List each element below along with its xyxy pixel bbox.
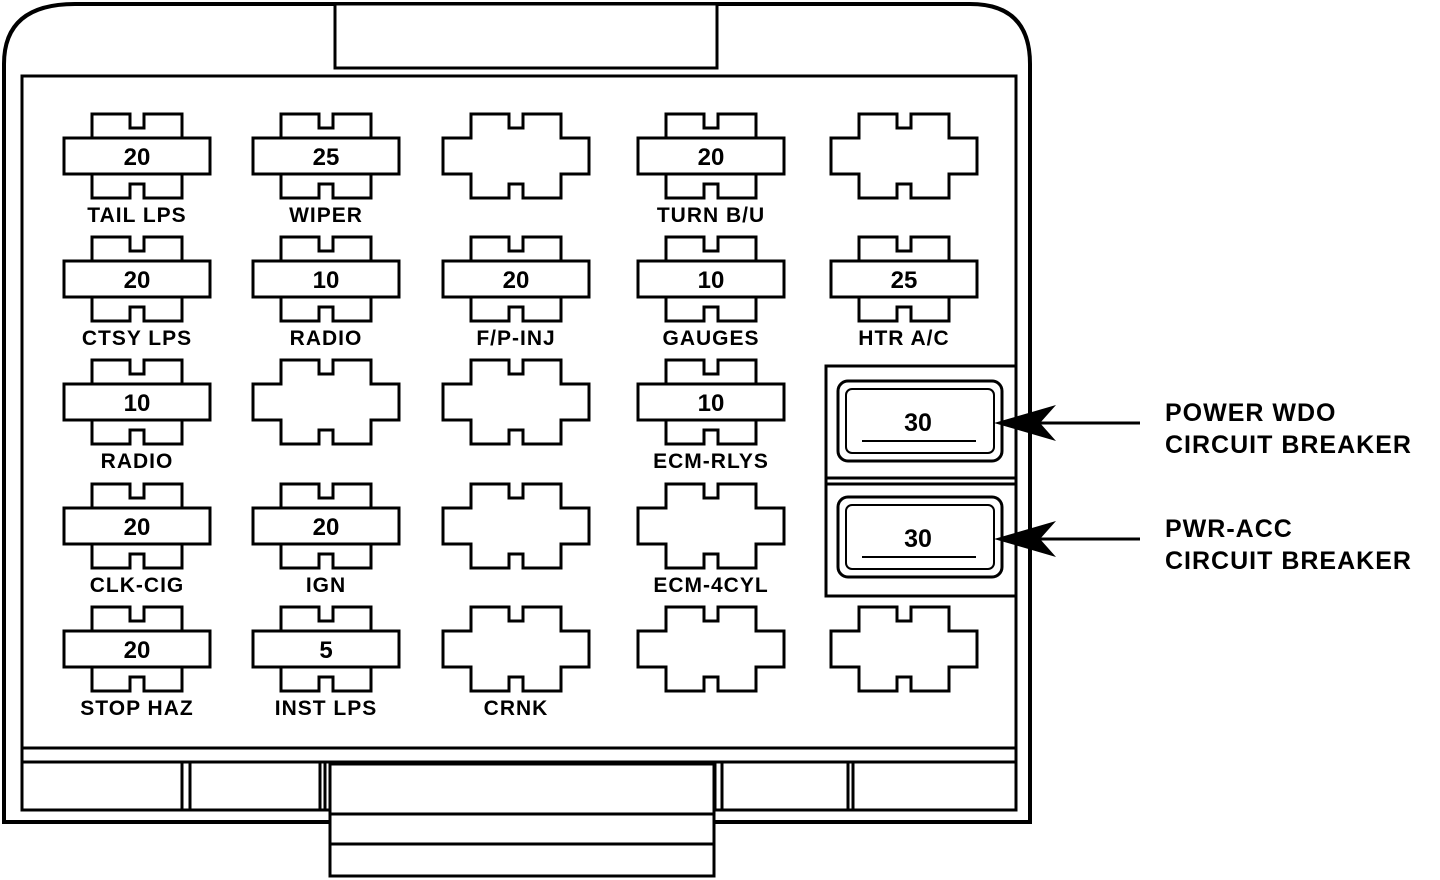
callout-line1: POWER WDO bbox=[1165, 399, 1337, 427]
fuse-rating: 10 bbox=[313, 267, 340, 294]
fuse-socket-outline bbox=[441, 605, 591, 693]
fuse-label: IGN bbox=[306, 574, 346, 597]
fuse-socket-outline bbox=[636, 605, 786, 693]
fuse-label: RADIO bbox=[290, 327, 363, 350]
fuse-body bbox=[62, 136, 212, 176]
fuse-socket-outline bbox=[441, 482, 591, 570]
fuse-rating: 20 bbox=[503, 267, 530, 294]
fuse-body bbox=[441, 259, 591, 299]
top-tab bbox=[333, 2, 719, 70]
fuse-body bbox=[251, 506, 401, 546]
callout-line2: CIRCUIT BREAKER bbox=[1165, 431, 1412, 459]
fuse-rating: 10 bbox=[124, 390, 151, 417]
fuse-slot: CRNK bbox=[441, 605, 591, 720]
fuse-slot bbox=[829, 112, 979, 200]
fuse-label: WIPER bbox=[289, 204, 363, 227]
fuse-label: STOP HAZ bbox=[80, 697, 193, 720]
fuse-rating: 20 bbox=[124, 144, 151, 171]
breaker-rating: 30 bbox=[904, 409, 932, 437]
fuse-body bbox=[251, 259, 401, 299]
fuse-slot: ECM-4CYL bbox=[636, 482, 786, 597]
fuse-label: RADIO bbox=[101, 450, 174, 473]
fuse-socket-outline bbox=[829, 605, 979, 693]
breaker-rating: 30 bbox=[904, 525, 932, 553]
fuse-label: CTSY LPS bbox=[82, 327, 192, 350]
fuse-body bbox=[829, 259, 979, 299]
fuse-label: F/P-INJ bbox=[476, 327, 555, 350]
fuse-body bbox=[62, 259, 212, 299]
fuse-rating: 5 bbox=[319, 637, 332, 664]
fuse-rating: 20 bbox=[124, 267, 151, 294]
bottom-strip bbox=[22, 746, 1016, 810]
fuse-rating: 10 bbox=[698, 390, 725, 417]
bottom-tab bbox=[328, 762, 716, 878]
fuse-rating: 25 bbox=[313, 144, 340, 171]
fuse-rating: 10 bbox=[698, 267, 725, 294]
fuse-body bbox=[62, 506, 212, 546]
fuse-slot bbox=[251, 358, 401, 446]
fuse-rating: 20 bbox=[313, 514, 340, 541]
breaker-callout: POWER WDO CIRCUIT BREAKER bbox=[994, 399, 1412, 459]
fuse-body bbox=[62, 629, 212, 669]
fuse-label: TAIL LPS bbox=[87, 204, 186, 227]
fuse-label: GAUGES bbox=[662, 327, 759, 350]
breaker-face bbox=[845, 504, 995, 570]
fuse-label: ECM-RLYS bbox=[653, 450, 769, 473]
fuse-slot bbox=[636, 605, 786, 693]
fuse-label: INST LPS bbox=[275, 697, 378, 720]
fuse-body bbox=[251, 629, 401, 669]
fuse-socket-outline bbox=[441, 358, 591, 446]
callout-line2: CIRCUIT BREAKER bbox=[1165, 547, 1412, 575]
fuse-rating: 25 bbox=[891, 267, 918, 294]
fuse-label: TURN B/U bbox=[657, 204, 765, 227]
callout-line1: PWR-ACC bbox=[1165, 515, 1293, 543]
fuse-label: CLK-CIG bbox=[90, 574, 185, 597]
fuse-rating: 20 bbox=[124, 514, 151, 541]
fuse-slot bbox=[441, 112, 591, 200]
fuse-label: HTR A/C bbox=[858, 327, 949, 350]
fuse-socket-outline bbox=[251, 358, 401, 446]
fuse-label: ECM-4CYL bbox=[653, 574, 768, 597]
fuse-slot bbox=[441, 482, 591, 570]
fuse-body bbox=[636, 259, 786, 299]
fuse-rating: 20 bbox=[124, 637, 151, 664]
breaker-bay bbox=[824, 364, 1018, 598]
fuse-socket-outline bbox=[441, 112, 591, 200]
fuse-slot bbox=[441, 358, 591, 446]
fuse-body bbox=[636, 382, 786, 422]
breaker-face bbox=[845, 388, 995, 454]
breaker-callout: PWR-ACC CIRCUIT BREAKER bbox=[994, 515, 1412, 575]
fuse-slot: 20F/P-INJ bbox=[441, 235, 591, 350]
fuse-slot bbox=[829, 605, 979, 693]
fuse-body bbox=[62, 382, 212, 422]
circuit-breaker: 30 bbox=[836, 495, 1004, 579]
fuse-body bbox=[251, 136, 401, 176]
circuit-breaker: 30 bbox=[836, 379, 1004, 463]
fuse-socket-outline bbox=[829, 112, 979, 200]
arrowhead-icon bbox=[994, 521, 1056, 557]
fuse-rating: 20 bbox=[698, 144, 725, 171]
arrowhead-icon bbox=[994, 405, 1056, 441]
fuse-label: CRNK bbox=[484, 697, 549, 720]
fuse-body bbox=[636, 136, 786, 176]
fuse-socket-outline bbox=[636, 482, 786, 570]
